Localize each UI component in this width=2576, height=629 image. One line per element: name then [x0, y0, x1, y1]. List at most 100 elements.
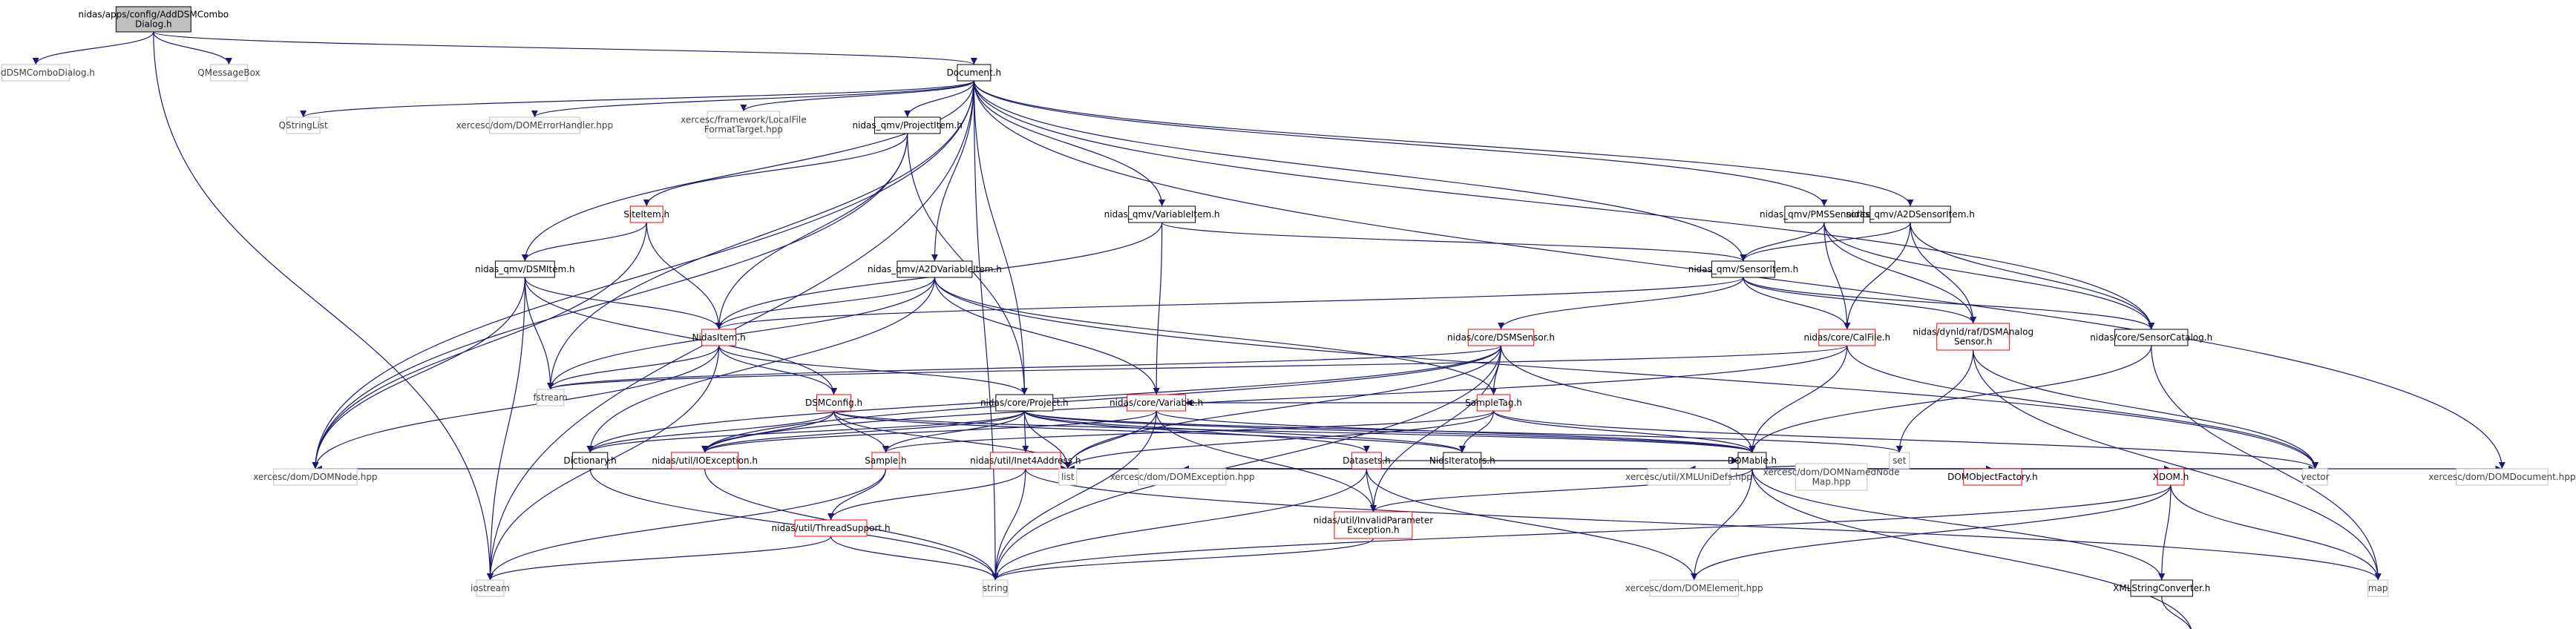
node-sensorcatalog[interactable]: nidas/core/SensorCatalog.h	[2090, 329, 2212, 346]
node-variableitem[interactable]: nidas_qmv/VariableItem.h	[1104, 205, 1220, 223]
edge-a2dvariableitem-to-dictionary	[586, 277, 936, 453]
edge-dsmconfig-to-dictionary	[586, 410, 835, 453]
node-sensoritem[interactable]: nidas_qmv/SensorItem.h	[1688, 260, 1798, 278]
edge-siteitem-to-domnode	[312, 222, 647, 470]
node-box	[707, 111, 781, 139]
node-label: nidas/apps/config/AddDSMCombo	[78, 10, 229, 20]
edge-document-to-sensorcatalog	[973, 80, 2155, 330]
node-sample[interactable]: Sample.h	[865, 452, 907, 470]
edge-sensorcatalog-to-map	[2151, 345, 2382, 581]
node-box	[1936, 323, 2010, 351]
edge-dsmsensor-to-list	[1064, 345, 1502, 470]
node-label: xercesc/dom/DOMNamedNode	[1763, 467, 1900, 478]
node-box	[2130, 579, 2193, 597]
node-box	[210, 64, 248, 82]
edge-sensoritem-to-calfile	[1743, 277, 1851, 330]
node-dictionary[interactable]: Dictionary.h	[563, 452, 617, 470]
node-nidasitem[interactable]: NidasItem.h	[692, 329, 746, 346]
edge-document-to-sensoritem	[973, 80, 1747, 262]
node-threadsupport[interactable]: nidas/util/ThreadSupport.h	[772, 519, 891, 537]
node-domable[interactable]: DOMable.h	[1728, 452, 1777, 470]
edge-datasets-to-domelement	[1366, 468, 1698, 581]
edge-root-to-ui-adddsm	[32, 31, 154, 65]
node-dsmitem[interactable]: nidas_qmv/DSMItem.h	[475, 260, 575, 278]
edge-calfile-to-ioexception	[701, 345, 1848, 453]
node-project[interactable]: nidas/core/Project.h	[980, 394, 1069, 412]
node-label: nidas_qmv/ProjectItem.h	[852, 120, 962, 131]
node-label: nidas_qmv/SensorItem.h	[1688, 264, 1798, 274]
node-box	[794, 519, 868, 537]
node-set: set	[1889, 452, 1910, 470]
edge-dsmitem-to-nidasitem	[524, 277, 723, 330]
edge-projectitem-to-domnode	[312, 133, 908, 470]
node-box	[1711, 260, 1775, 278]
edge-projectitem-to-siteitem	[643, 133, 908, 207]
edge-a2dsensoritem-to-sensorcatalog	[1910, 222, 2155, 330]
node-label: vector	[2301, 472, 2330, 482]
edge-pmssensoritem-to-sensoritem	[1740, 222, 1825, 262]
node-label: nidas_qmv/A2DSensorItem.h	[1846, 209, 1975, 220]
node-label: nidas/core/SensorCatalog.h	[2090, 332, 2212, 343]
node-box	[995, 394, 1054, 412]
node-label: nidas/core/Variable.h	[1110, 398, 1203, 408]
node-a2dsensoritem[interactable]: nidas_qmv/A2DSensorItem.h	[1846, 205, 1975, 223]
edge-dsmanalogsensor-to-map	[1973, 349, 2382, 581]
node-pmssensoritem[interactable]: nidas_qmv/PMSSensorItem.h	[1760, 205, 1889, 223]
node-label: nidas/dynld/raf/DSMAnalog	[1913, 327, 2033, 337]
node-datasets[interactable]: Datasets.h	[1343, 452, 1391, 470]
edge-pmssensoritem-to-dsmanalogsensor	[1823, 222, 1977, 324]
edge-dsmitem-to-iostream	[486, 277, 525, 581]
edge-dsmitem-to-fstream	[524, 277, 554, 390]
node-dsmsensor[interactable]: nidas/core/DSMSensor.h	[1447, 329, 1555, 346]
node-domobjectfactory[interactable]: DOMObjectFactory.h	[1947, 468, 2038, 486]
node-box	[1138, 468, 1227, 486]
node-label: nidas_qmv/DSMItem.h	[475, 264, 575, 274]
node-xdom[interactable]: XDOM.h	[2153, 468, 2189, 486]
edge-document-to-a2dsensoritem	[973, 80, 1914, 207]
node-a2dvariableitem[interactable]: nidas_qmv/A2DVariableItem.h	[868, 260, 1002, 278]
node-sampletag[interactable]: SampleTag.h	[1465, 394, 1522, 412]
edge-document-to-a2dvariableitem	[931, 80, 974, 262]
node-box	[115, 6, 191, 33]
edge-threadsupport-to-iostream	[487, 536, 832, 581]
node-calfile[interactable]: nidas/core/CalFile.h	[1803, 329, 1890, 346]
node-box	[1818, 329, 1876, 346]
node-fstream: fstream	[533, 389, 568, 406]
node-box	[571, 452, 609, 470]
node-siteitem[interactable]: SiteItem.h	[623, 205, 669, 223]
node-xmlstringconverter[interactable]: XMLStringConverter.h	[2113, 579, 2210, 597]
node-label: xercesc/dom/DOMDocument.hpp	[2428, 472, 2575, 482]
node-box	[2367, 579, 2389, 597]
node-box	[273, 468, 358, 486]
node-label: map	[2368, 583, 2388, 593]
node-box	[1963, 468, 2022, 486]
node-label: SampleTag.h	[1465, 398, 1522, 408]
node-map: map	[2367, 579, 2389, 597]
node-label: Dictionary.h	[563, 455, 616, 466]
node-box	[816, 394, 852, 412]
node-inet4address[interactable]: nidas/util/Inet4Address.h	[970, 452, 1081, 470]
edge-inet4address-to-map	[1025, 468, 2382, 581]
node-variable[interactable]: nidas/core/Variable.h	[1110, 394, 1203, 412]
node-ioexception[interactable]: nidas/util/IOException.h	[652, 452, 758, 470]
node-projectitem[interactable]: nidas_qmv/ProjectItem.h	[852, 116, 963, 134]
edge-root-to-qmessagebox	[153, 31, 232, 65]
node-box	[1889, 452, 1910, 470]
node-label: xercesc/dom/DOMNode.hpp	[253, 472, 377, 482]
node-document[interactable]: Document.h	[947, 64, 1002, 82]
node-label: XMLStringConverter.h	[2113, 583, 2210, 593]
node-dsmconfig[interactable]: DSMConfig.h	[805, 394, 862, 412]
node-nidsiterators[interactable]: NidsIterators.h	[1429, 452, 1495, 470]
node-label: xercesc/dom/DOMErrorHandler.hpp	[456, 120, 613, 131]
edge-calfile-to-fstream	[547, 345, 1848, 390]
node-domexception: xercesc/dom/DOMException.hpp	[1110, 468, 1255, 486]
node-box	[871, 452, 900, 470]
node-label: nidas/util/ThreadSupport.h	[772, 523, 891, 533]
edge-datasets-to-string	[992, 468, 1368, 581]
node-box	[629, 205, 663, 223]
